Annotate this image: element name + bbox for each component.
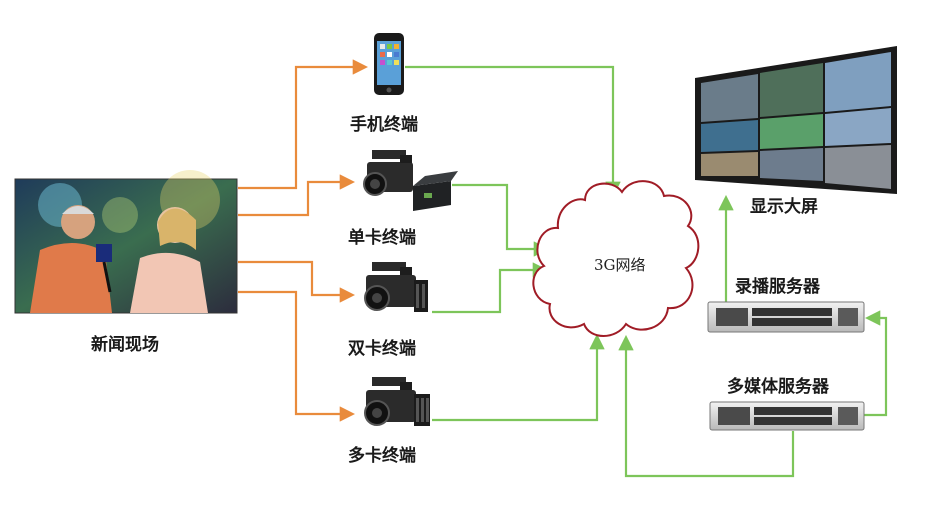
multi-card-camera-icon (364, 377, 430, 426)
media-server-icon (709, 401, 865, 431)
label-single-card: 单卡终端 (348, 228, 416, 248)
label-media-server: 多媒体服务器 (727, 377, 829, 397)
arrow-dual-to-network (432, 262, 549, 314)
green-arrows-out (618, 194, 888, 478)
arrow-scene-to-single (238, 174, 356, 217)
single-card-camera-icon (363, 150, 458, 211)
record-server-icon (707, 301, 865, 333)
label-display-wall: 显示大屏 (750, 197, 818, 217)
label-network: 3G网络 (594, 256, 646, 274)
arrow-multi-to-network (432, 333, 605, 422)
green-arrows-in (405, 65, 621, 422)
network-cloud (532, 180, 700, 337)
label-news-scene: 新闻现场 (91, 335, 159, 355)
orange-arrows (238, 59, 369, 422)
label-dual-card: 双卡终端 (348, 339, 416, 359)
label-phone: 手机终端 (350, 115, 418, 135)
phone-icon (374, 33, 404, 95)
news-scene-photo (14, 170, 238, 314)
label-record-server: 录播服务器 (735, 277, 820, 297)
arrow-media-to-record (864, 310, 888, 417)
arrow-phone-to-network (405, 65, 621, 198)
label-multi-card: 多卡终端 (348, 446, 416, 466)
arrow-scene-to-phone (238, 59, 369, 190)
arrow-single-to-network (452, 183, 550, 257)
display-wall-icon (695, 46, 897, 194)
dual-card-camera-icon (364, 262, 428, 312)
arrow-scene-to-dual (238, 260, 356, 303)
arrow-scene-to-multi (238, 290, 356, 422)
arrow-media-to-network (618, 334, 795, 478)
